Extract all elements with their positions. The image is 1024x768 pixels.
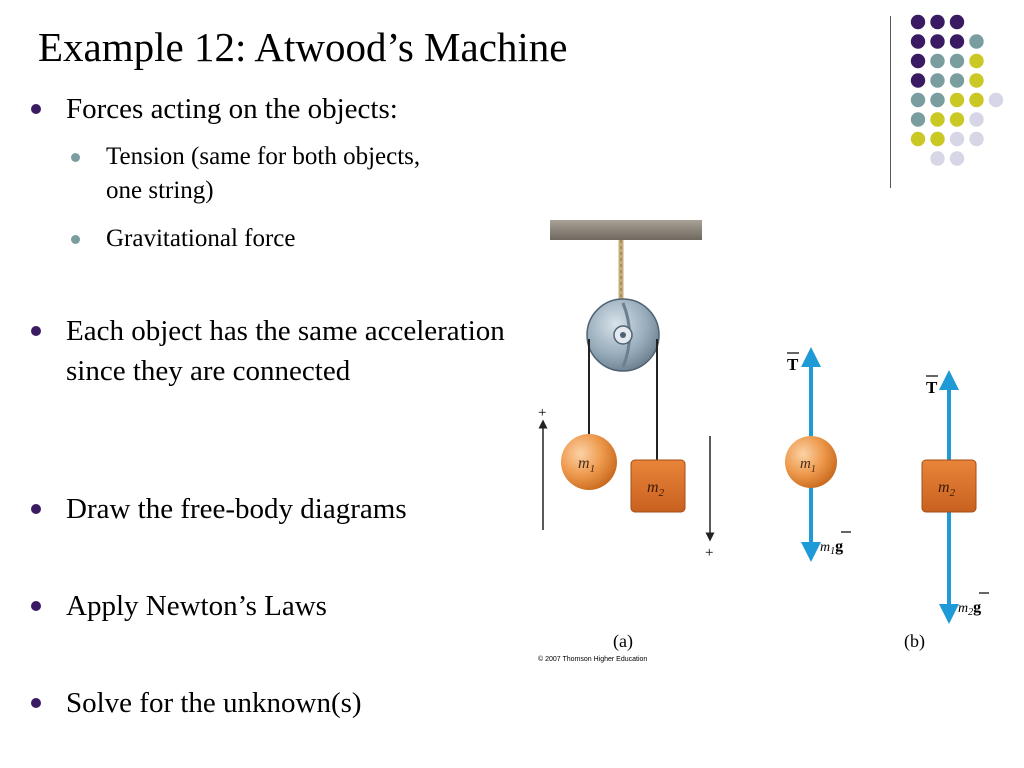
decorative-dot — [969, 53, 984, 69]
decorative-dot — [949, 151, 965, 166]
decorative-dot — [949, 53, 965, 69]
decorative-dot — [969, 34, 984, 49]
atwood-machine-figure: m1 m2 + + m1 T m1g m2 — [538, 220, 989, 663]
bullet-free-body: Draw the free-body diagrams — [31, 489, 506, 529]
direction-arrow-up: + — [538, 405, 548, 530]
decorative-dot — [969, 92, 984, 108]
sub-bullet-gravity: Gravitational force — [71, 222, 446, 256]
copyright-notice: © 2007 Thomson Higher Education — [538, 655, 647, 663]
decorative-dot — [930, 53, 945, 69]
decorative-dot — [910, 73, 926, 88]
bullet-forces: Forces acting on the objects: — [31, 89, 506, 129]
svg-text:+: + — [538, 405, 546, 421]
decorative-dot-grid — [910, 14, 1004, 166]
svg-text:m2: m2 — [938, 479, 956, 499]
decorative-dot — [969, 73, 984, 88]
sub-bullet-tension: Tension (same for both objects, one stri… — [71, 140, 446, 208]
decorative-dot — [930, 112, 945, 127]
svg-text:m1: m1 — [578, 455, 595, 475]
tension-label-1: T — [787, 355, 799, 374]
pulley-wheel — [586, 298, 660, 372]
slide-title: Example 12: Atwood’s Machine — [38, 24, 568, 70]
mass-1-sphere: m1 — [561, 434, 617, 490]
decorative-dot — [949, 14, 965, 30]
bullet-newtons-laws: Apply Newton’s Laws — [31, 586, 506, 626]
free-body-mass-2: m2 T m2g — [921, 370, 989, 624]
svg-text:m1: m1 — [800, 456, 816, 475]
decorative-dot — [930, 92, 945, 108]
strings — [588, 339, 658, 460]
bullet-list: Forces acting on the objects: Tension (s… — [31, 89, 506, 723]
free-body-mass-1: m1 T m1g — [785, 347, 851, 562]
bullet-same-acceleration: Each object has the same acceleration si… — [31, 311, 506, 391]
decorative-dot — [910, 112, 926, 127]
caption-b: (b) — [904, 631, 925, 652]
decorative-dot — [949, 34, 965, 49]
decorative-dot — [930, 131, 945, 147]
weight-label-1: m1g — [820, 538, 843, 557]
decorative-dot — [949, 73, 965, 88]
title-divider-line — [890, 16, 891, 188]
decorative-dot — [930, 34, 945, 49]
decorative-dot — [910, 92, 926, 108]
decorative-dot — [910, 53, 926, 69]
decorative-dot — [969, 112, 984, 127]
decorative-dot — [930, 14, 945, 30]
decorative-dot — [930, 151, 945, 166]
direction-arrow-down: + — [705, 436, 715, 561]
bullet-solve: Solve for the unknown(s) — [31, 683, 506, 723]
decorative-dot — [910, 131, 926, 147]
svg-text:+: + — [705, 545, 713, 561]
tension-label-2: T — [926, 378, 938, 397]
decorative-dot — [949, 131, 965, 147]
caption-a: (a) — [613, 631, 633, 652]
decorative-dot — [910, 34, 926, 49]
weight-label-2: m2g — [958, 599, 981, 618]
decorative-dot — [949, 92, 965, 108]
decorative-dot — [949, 112, 965, 127]
svg-text:m2: m2 — [647, 479, 665, 499]
decorative-dot — [988, 92, 1004, 108]
decorative-dot — [930, 73, 945, 88]
decorative-dot — [969, 131, 984, 147]
decorative-dot — [910, 14, 926, 30]
ceiling-support — [550, 220, 702, 240]
mass-2-block: m2 — [630, 459, 686, 513]
